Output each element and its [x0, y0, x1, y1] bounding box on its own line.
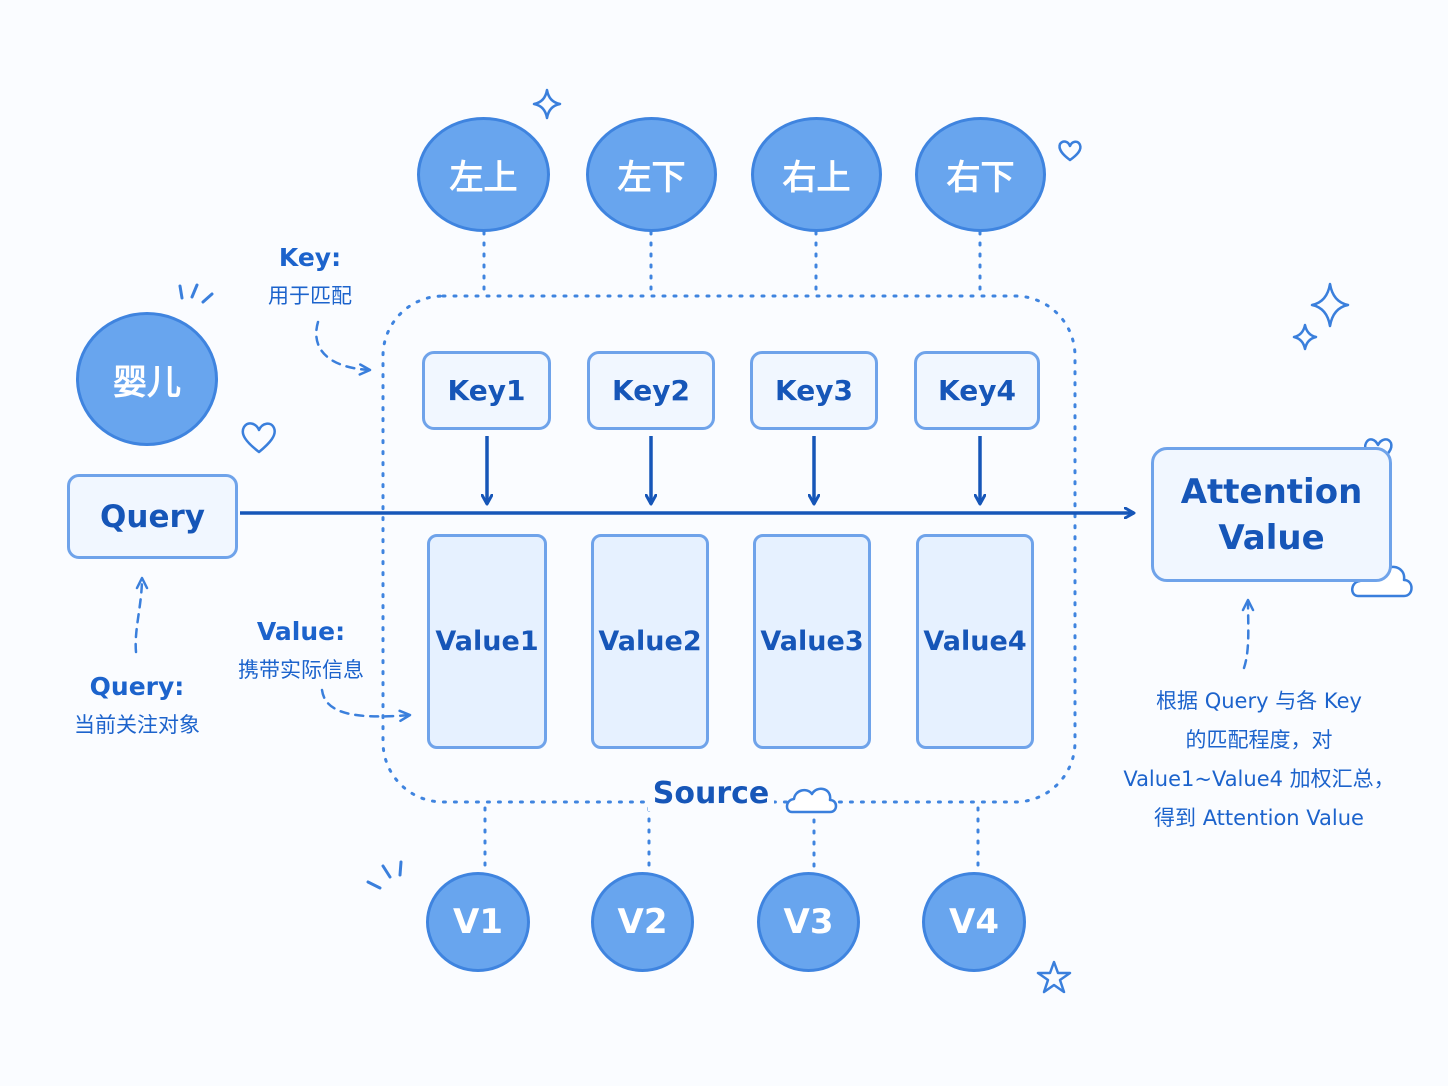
query-box: Query	[67, 474, 238, 559]
top-connectors	[482, 230, 982, 298]
query-entity-infant: 婴儿	[76, 312, 218, 446]
query-annotation: Query: 当前关注对象	[52, 672, 222, 739]
value-box-4: Value4	[916, 534, 1034, 749]
value-box-2: Value2	[591, 534, 709, 749]
key-entity-3: 右上	[751, 117, 882, 232]
annotation-arrows	[134, 320, 1255, 723]
value-entity-4: V4	[922, 872, 1026, 972]
value-entity-3: V3	[757, 872, 860, 972]
attention-value-line1: Attention	[1180, 471, 1363, 512]
attention-value-box: Attention Value	[1151, 447, 1392, 582]
query-annotation-desc: 当前关注对象	[74, 713, 200, 737]
query-annotation-title: Query:	[89, 672, 185, 701]
key-box-4: Key4	[914, 351, 1040, 430]
value-box-3: Value3	[753, 534, 871, 749]
key-arrows	[487, 436, 980, 504]
value-annotation-title: Value:	[256, 617, 346, 646]
key-box-3: Key3	[750, 351, 878, 430]
bottom-connectors	[483, 806, 980, 874]
key-entity-4: 右下	[915, 117, 1046, 232]
key-annotation: Key: 用于匹配	[240, 243, 380, 310]
output-annotation: 根据 Query 与各 Key 的匹配程度，对 Value1~Value4 加权…	[1102, 682, 1416, 838]
key-box-2: Key2	[587, 351, 715, 430]
output-annotation-line2: 的匹配程度，对	[1185, 728, 1333, 752]
source-label: Source	[648, 776, 774, 811]
key-annotation-desc: 用于匹配	[268, 284, 352, 308]
output-annotation-line4: 得到 Attention Value	[1154, 806, 1364, 830]
value-box-1: Value1	[427, 534, 547, 749]
sparkle-icon	[532, 88, 1350, 351]
output-annotation-line1: 根据 Query 与各 Key	[1156, 689, 1362, 713]
attention-value-line2: Value	[1218, 517, 1325, 558]
key-entity-2: 左下	[586, 117, 717, 232]
value-annotation: Value: 携带实际信息	[218, 617, 384, 684]
key-box-1: Key1	[422, 351, 551, 430]
value-annotation-desc: 携带实际信息	[238, 658, 364, 682]
value-entity-1: V1	[426, 872, 530, 972]
output-annotation-line3: Value1~Value4 加权汇总，	[1123, 767, 1395, 791]
value-entity-2: V2	[591, 872, 694, 972]
accent-dashes	[178, 283, 403, 890]
star-icon	[1036, 960, 1072, 994]
key-entity-1: 左上	[417, 117, 550, 232]
key-annotation-title: Key:	[278, 243, 342, 272]
